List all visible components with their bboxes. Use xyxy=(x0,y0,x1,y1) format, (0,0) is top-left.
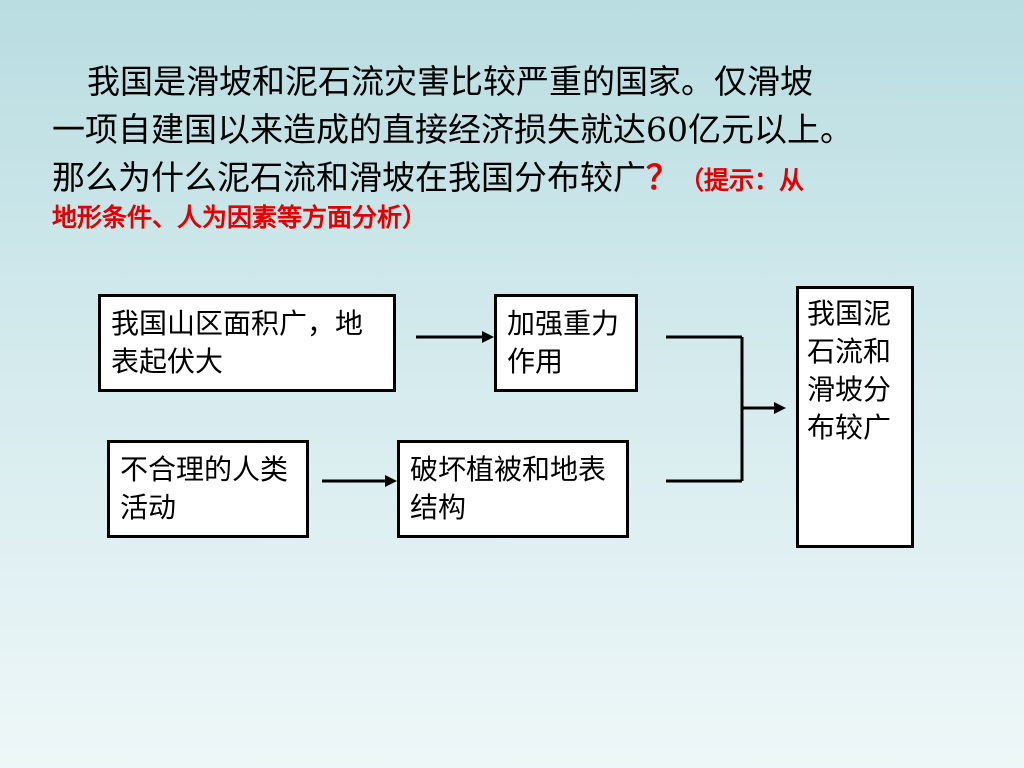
question-paragraph: 我国是滑坡和泥石流灾害比较严重的国家。仅滑坡 一项自建国以来造成的直接经济损失就… xyxy=(52,58,1002,235)
box-human-activity: 不合理的人类活动 xyxy=(107,440,309,538)
hint-text-part-2: 地形条件、人为因素等方面分析） xyxy=(52,203,428,232)
paragraph-line-3-text: 那么为什么泥石流和滑坡在我国分布较广 xyxy=(52,158,646,197)
question-mark: ？ xyxy=(646,158,679,197)
hint-text-part-1: （提示：从 xyxy=(679,166,805,195)
paragraph-line-1: 我国是滑坡和泥石流灾害比较严重的国家。仅滑坡 xyxy=(87,62,813,101)
arrowhead-gravity xyxy=(482,331,494,343)
box-gravity: 加强重力作用 xyxy=(494,294,638,392)
paragraph-line-3: 那么为什么泥石流和滑坡在我国分布较广？（提示：从 xyxy=(52,154,1002,205)
box-result: 我国泥石流和滑坡分布较广 xyxy=(796,286,914,548)
arrowhead-destroy xyxy=(385,475,397,487)
box-terrain: 我国山区面积广，地表起伏大 xyxy=(98,294,396,392)
box-destroy-vegetation: 破坏植被和地表结构 xyxy=(397,440,629,538)
paragraph-line-2: 一项自建国以来造成的直接经济损失就达60亿元以上。 xyxy=(52,110,853,149)
arrowhead-result xyxy=(774,402,786,414)
